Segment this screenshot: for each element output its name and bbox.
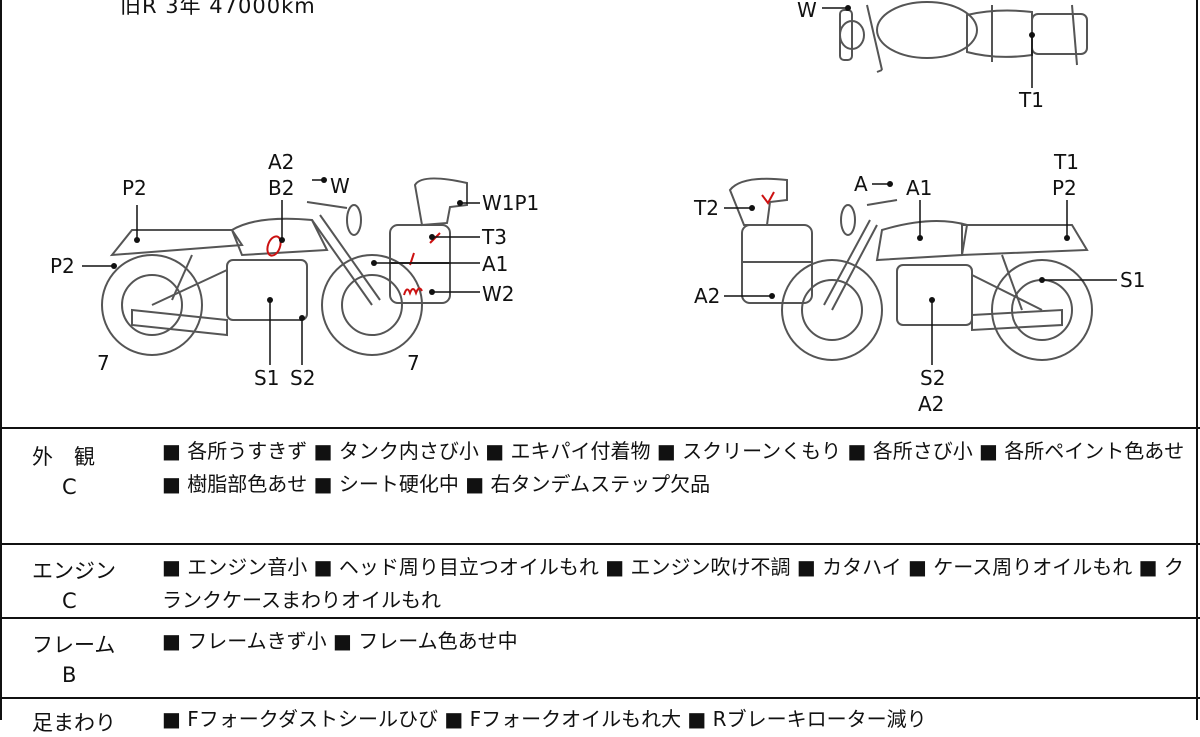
section-category: 足まわり bbox=[32, 711, 116, 735]
right-bike-leaders bbox=[724, 181, 1117, 365]
right-label-a2-fairing: A2 bbox=[694, 284, 721, 308]
right-label-a2-bottom: A2 bbox=[918, 392, 945, 416]
left-side-bike bbox=[101, 201, 423, 356]
section-notes: ■ フレームきず小 ■ フレーム色あせ中 bbox=[162, 629, 518, 653]
right-label-t1: T1 bbox=[1054, 150, 1079, 174]
top-view-bike bbox=[822, 1, 1088, 88]
left-label-b2: B2 bbox=[268, 176, 295, 200]
right-label-s2: S2 bbox=[920, 366, 946, 390]
tank-damage-mark bbox=[266, 235, 282, 257]
section-category: フレーム bbox=[32, 633, 116, 657]
left-label-w2: W2 bbox=[482, 282, 515, 306]
section-row-suspension: 足まわり ■ Fフォークダストシールひび ■ Fフォークオイルもれ大 ■ Rブレ… bbox=[2, 697, 1200, 737]
left-label-s1: S1 bbox=[254, 366, 280, 390]
section-grade: B bbox=[62, 663, 77, 687]
left-bike-leaders bbox=[82, 177, 480, 365]
damage-diagram: 旧R 3年 47000km W T1 bbox=[2, 0, 1200, 428]
right-label-t2: T2 bbox=[694, 196, 719, 220]
section-row-frame: フレーム B ■ フレームきず小 ■ フレーム色あせ中 bbox=[2, 617, 1200, 699]
left-label-p2-rear: P2 bbox=[50, 254, 75, 278]
top-view-label-w: W bbox=[797, 0, 817, 22]
section-row-engine: エンジン C ■ エンジン音小 ■ ヘッド周り目立つオイルもれ ■ エンジン吹け… bbox=[2, 543, 1200, 619]
right-label-a-handle: A bbox=[854, 172, 868, 196]
section-category: 外 観 bbox=[32, 445, 95, 469]
right-label-s1: S1 bbox=[1120, 268, 1146, 292]
left-label-seven-front: 7 bbox=[407, 351, 420, 375]
left-label-t3: T3 bbox=[482, 225, 507, 249]
left-label-w-handle: W bbox=[330, 174, 350, 198]
left-label-w1p1: W1P1 bbox=[482, 191, 540, 215]
section-notes: ■ エンジン音小 ■ ヘッド周り目立つオイルもれ ■ エンジン吹け不調 ■ カタ… bbox=[162, 555, 1184, 612]
right-side-bike bbox=[781, 199, 1093, 361]
left-label-seven-rear: 7 bbox=[97, 351, 110, 375]
section-grade: C bbox=[62, 589, 77, 613]
section-notes: ■ 各所うすきず ■ タンク内さび小 ■ エキパイ付着物 ■ スクリーンくもり … bbox=[162, 439, 1185, 496]
section-category: エンジン bbox=[32, 559, 116, 583]
left-label-s2: S2 bbox=[290, 366, 316, 390]
section-row-exterior: 外 観 C ■ 各所うすきず ■ タンク内さび小 ■ エキパイ付着物 ■ スクリ… bbox=[2, 427, 1200, 545]
left-label-a2-top: A2 bbox=[268, 150, 295, 174]
top-view-label-t1: T1 bbox=[1019, 88, 1044, 112]
header-note: 旧R 3年 47000km bbox=[120, 0, 316, 18]
left-label-p2-tail: P2 bbox=[122, 176, 147, 200]
right-label-a1: A1 bbox=[906, 176, 933, 200]
right-label-p2: P2 bbox=[1052, 176, 1077, 200]
section-grade: C bbox=[62, 475, 77, 499]
left-label-a1: A1 bbox=[482, 252, 509, 276]
right-side-fairing bbox=[728, 177, 813, 304]
